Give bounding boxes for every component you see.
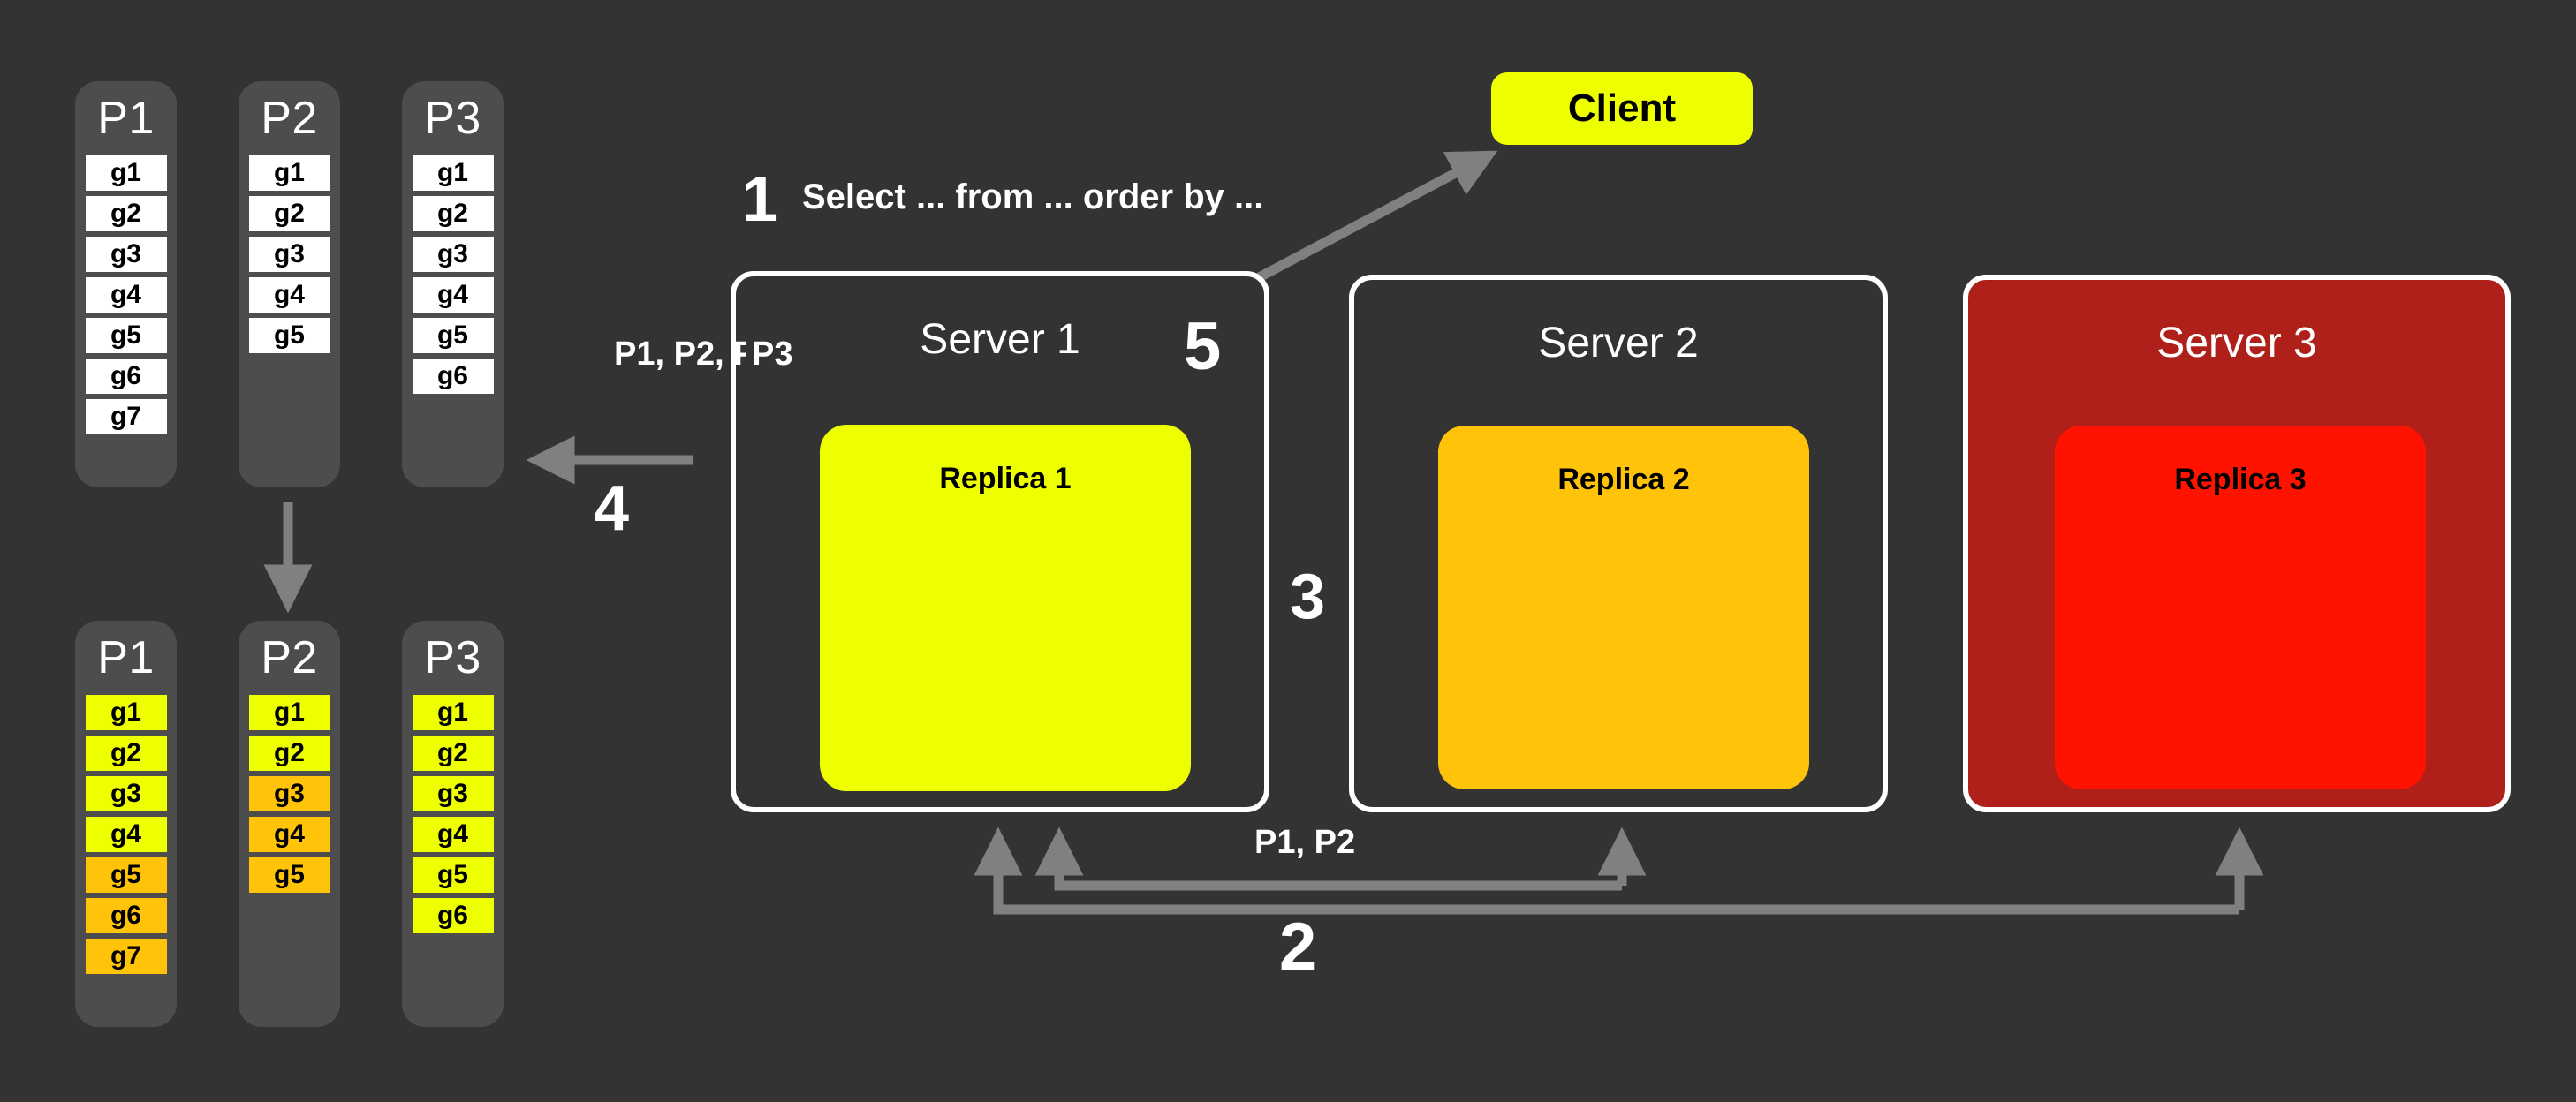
cell: g3 [248,237,330,272]
label-p1-p2: P1, P2 [1254,824,1356,861]
cell: g6 [85,359,167,394]
partition-top-p3: P3 g1 g2 g3 g4 g5 g6 [402,81,504,487]
step-number-4: 4 [594,473,630,544]
step-number-3: 3 [1290,562,1326,632]
cell: g5 [85,318,167,353]
cell: g4 [85,817,167,852]
partition-cells: g1 g2 g3 g4 g5 [239,155,340,353]
replica-3-label: Replica 3 [2174,463,2307,496]
cell: g4 [412,277,494,313]
cell: g4 [248,817,330,852]
partition-label: P2 [261,632,318,683]
cell: g1 [412,695,494,730]
cell: g6 [412,359,494,394]
cell: g3 [412,237,494,272]
partition-cells: g1 g2 g3 g4 g5 [239,695,340,893]
partition-label: P3 [424,632,481,683]
cell: g2 [412,196,494,231]
step-number-2: 2 [1279,910,1317,985]
step-number-1: 1 [742,164,778,235]
cell: g5 [248,857,330,893]
step-number-5: 5 [1184,309,1222,384]
partition-bottom-p2: P2 g1 g2 g3 g4 g5 [239,621,340,1027]
cell: g2 [248,736,330,771]
partition-bottom-p3: P3 g1 g2 g3 g4 g5 g6 [402,621,504,1027]
cell: g1 [248,695,330,730]
cell: g7 [85,399,167,434]
client-box[interactable]: Client [1491,72,1753,145]
cell: g2 [412,736,494,771]
partition-bottom-p1: P1 g1 g2 g3 g4 g5 g6 g7 [75,621,177,1027]
cell: g4 [248,277,330,313]
cell: g2 [248,196,330,231]
server-1-title: Server 1 [920,316,1080,363]
partition-top-p2: P2 g1 g2 g3 g4 g5 [239,81,340,487]
cell: g1 [248,155,330,191]
server-1-box[interactable]: Server 1 Replica 1 [731,271,1269,812]
partition-label: P1 [97,93,155,144]
cell: g6 [412,898,494,933]
cell: g1 [85,155,167,191]
replica-2-box[interactable]: Replica 2 [1438,426,1809,789]
partition-label: P1 [97,632,155,683]
replica-1-box[interactable]: Replica 1 [820,425,1191,791]
cell: g5 [85,857,167,893]
cell: g3 [412,776,494,811]
replica-1-label: Replica 1 [939,462,1072,495]
server-2-title: Server 2 [1538,320,1699,366]
cell: g3 [85,776,167,811]
replica-2-label: Replica 2 [1557,463,1690,496]
cell: g5 [248,318,330,353]
server-2-box[interactable]: Server 2 Replica 2 [1349,275,1888,812]
partition-cells: g1 g2 g3 g4 g5 g6 [402,695,504,933]
cell: g7 [85,939,167,974]
cell: g4 [85,277,167,313]
cell: g5 [412,857,494,893]
label-p3: P3 [746,337,793,371]
partition-label: P3 [424,93,481,144]
cell: g2 [85,736,167,771]
server-3-box[interactable]: Server 3 Replica 3 [1963,275,2511,812]
arrow-server3-to-server1 [974,826,2239,915]
partition-top-p1: P1 g1 g2 g3 g4 g5 g6 g7 [75,81,177,487]
cell: g5 [412,318,494,353]
partition-label: P2 [261,93,318,144]
query-annotation: Select ... from ... order by ... [802,177,1264,216]
cell: g3 [85,237,167,272]
cell: g1 [412,155,494,191]
cell: g2 [85,196,167,231]
partition-cells: g1 g2 g3 g4 g5 g6 [402,155,504,394]
cell: g4 [412,817,494,852]
partition-cells: g1 g2 g3 g4 g5 g6 g7 [75,155,177,434]
cell: g1 [85,695,167,730]
replica-3-box[interactable]: Replica 3 [2055,426,2426,789]
server-3-title: Server 3 [2156,320,2317,366]
cell: g6 [85,898,167,933]
partition-cells: g1 g2 g3 g4 g5 g6 g7 [75,695,177,974]
cell: g3 [248,776,330,811]
